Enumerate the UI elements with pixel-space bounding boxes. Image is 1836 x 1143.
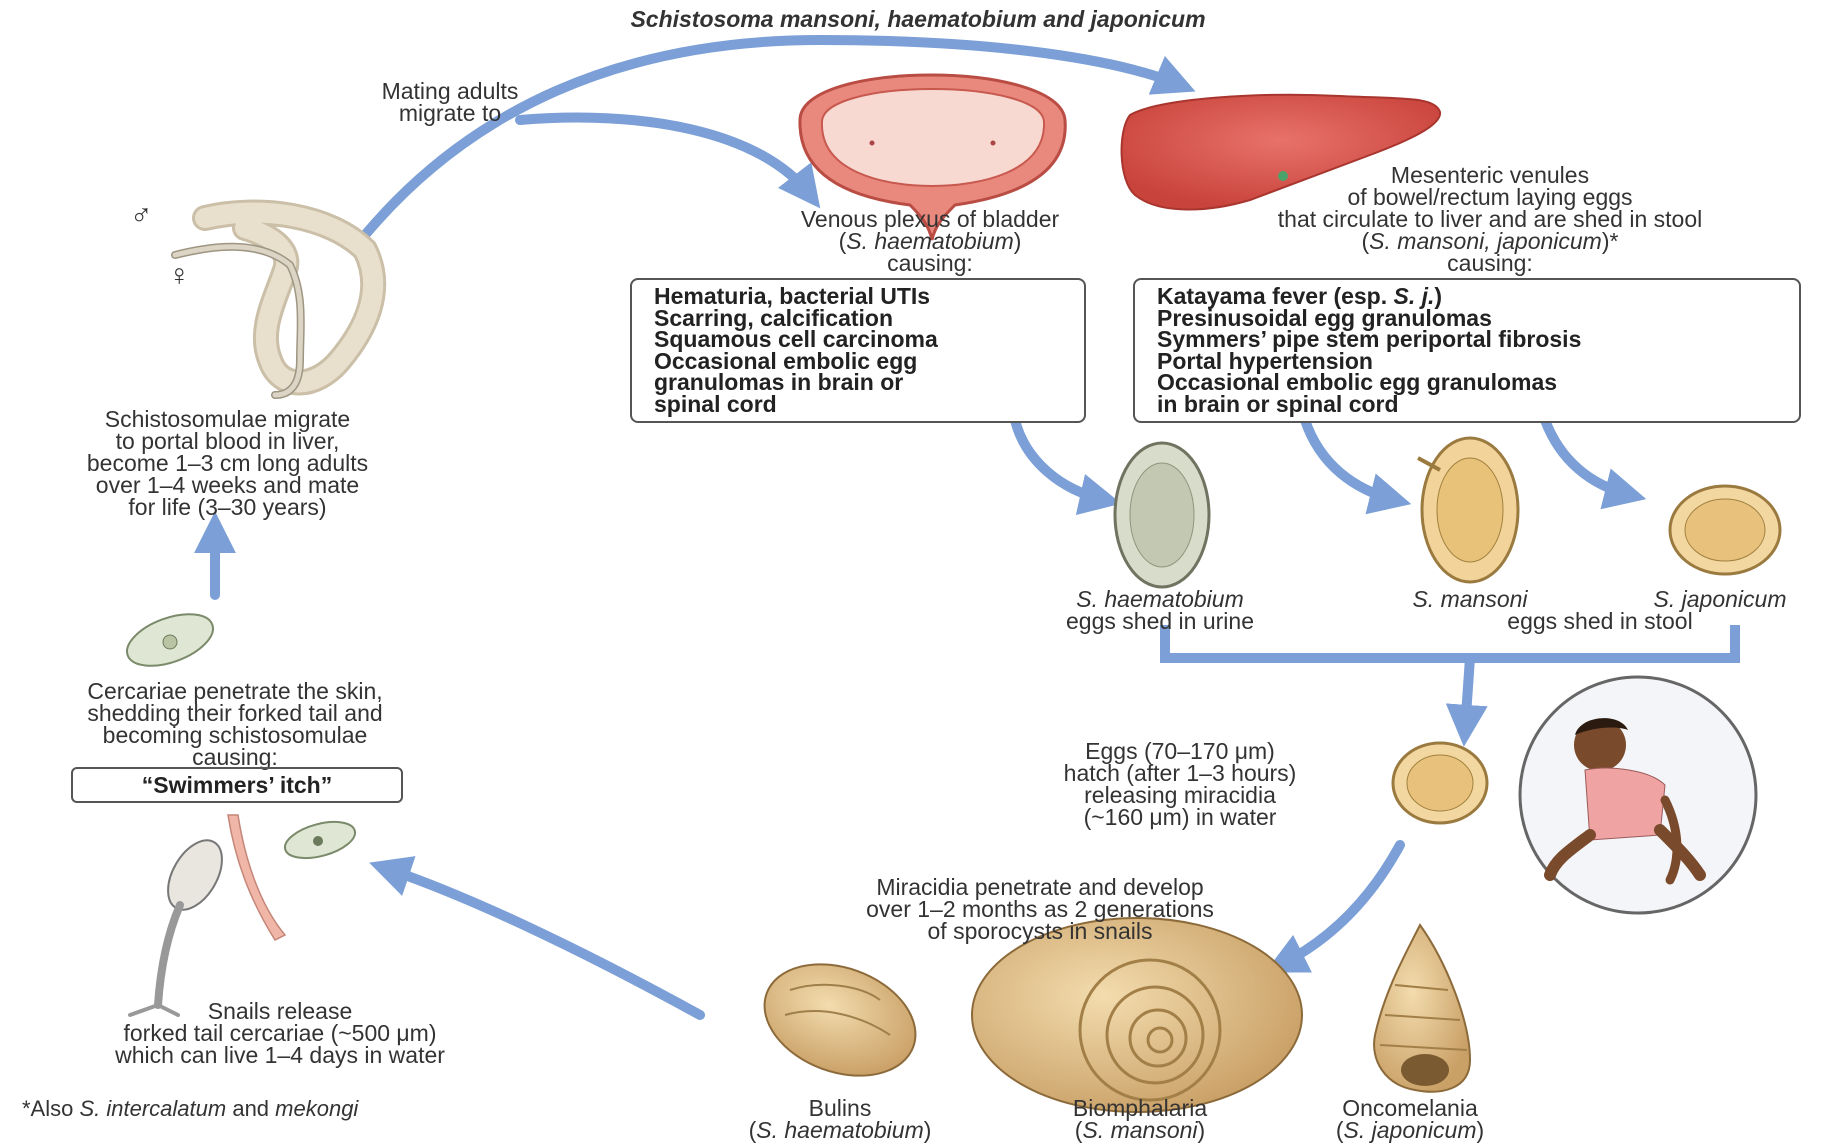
forked-tail-cercaria-illustration: [130, 831, 233, 1015]
hatching-egg-illustration: [1393, 743, 1487, 823]
skin-penetration-illustration: [228, 815, 359, 940]
bladder-label: Venous plexus of bladder (S. haematobium…: [720, 208, 1140, 274]
arrow-adults-to-bladder: [520, 118, 810, 195]
egg-haematobium-label: S. haematobium eggs shed in urine: [1000, 588, 1320, 632]
male-symbol: ♂: [130, 205, 153, 227]
arrow-snail-to-cercariae: [385, 868, 700, 1015]
arrow-box-to-haem-egg: [1015, 420, 1105, 500]
snail-biomphalaria-illustration: [972, 918, 1302, 1112]
arrow-box-to-mansoni-egg: [1305, 420, 1395, 500]
cercariae-label: Cercariae penetrate the skin,shedding th…: [0, 680, 470, 768]
egg-japonicum-label: S. japonicum: [1610, 588, 1830, 610]
mesenteric-label: Mesenteric venules of bowel/rectum layin…: [1160, 164, 1820, 274]
liver-pathology-box: Katayama fever (esp. S. j.) Presinusoida…: [1133, 278, 1801, 423]
snail-oncomelania-illustration: [1374, 925, 1470, 1092]
arrow-box-to-japonicum-egg: [1545, 420, 1630, 495]
eggs-stool-label: eggs shed in stool: [1440, 610, 1760, 632]
egg-japonicum-illustration: [1670, 486, 1780, 574]
egg-mansoni-label: S. mansoni: [1360, 588, 1580, 610]
snail-biomphalaria-label: Biomphalaria (S. mansoni): [1010, 1097, 1270, 1141]
female-symbol: ♀: [168, 265, 191, 287]
snail-oncomelania-label: Oncomelania (S. japonicum): [1290, 1097, 1530, 1141]
snail-bulins-label: Bulins (S. haematobium): [700, 1097, 980, 1141]
arrow-eggs-to-hatch: [1465, 658, 1470, 730]
diagram-title: Schistosoma mansoni, haematobium and jap…: [0, 6, 1836, 33]
cercaria-illustration: [120, 604, 220, 676]
egg-mansoni-illustration: [1418, 438, 1518, 582]
egg-haematobium-illustration: [1115, 443, 1209, 587]
footnote: *Also S. intercalatum and mekongi: [22, 1096, 358, 1122]
swimmers-itch-box: “Swimmers’ itch”: [71, 767, 403, 803]
child-in-water-illustration: [1520, 677, 1756, 913]
snail-bulins-illustration: [749, 944, 931, 1095]
adult-worm-pair-illustration: [175, 213, 373, 395]
eggs-hatch-label: Eggs (70–170 μm)hatch (after 1–3 hours) …: [1000, 740, 1360, 828]
